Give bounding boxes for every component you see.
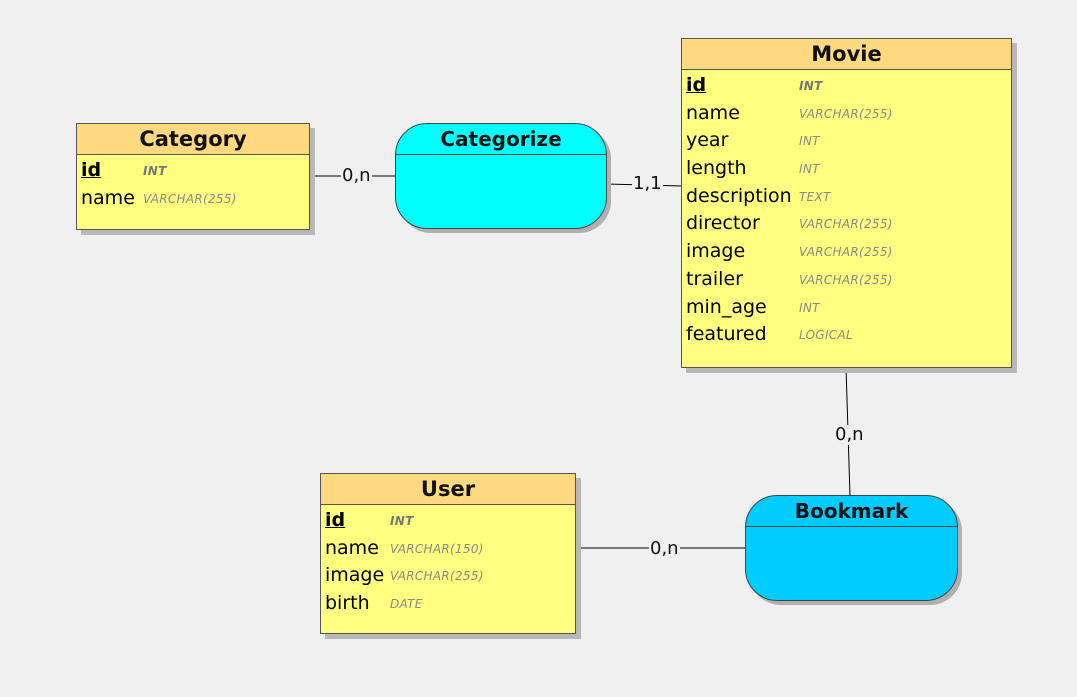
field-row: name VARCHAR(255) <box>81 185 309 213</box>
field-type: INT <box>799 300 820 315</box>
field-name: id <box>686 74 707 96</box>
field-type: DATE <box>390 597 423 612</box>
field-name: min_age <box>686 295 767 318</box>
field-type: INT <box>143 164 167 178</box>
entity-movie-title: Movie <box>682 39 1011 70</box>
field-type: VARCHAR(255) <box>390 569 484 584</box>
entity-user-fields: id INT name VARCHAR(150) image VARCHAR(2… <box>321 505 575 618</box>
field-type: VARCHAR(255) <box>799 245 893 260</box>
entity-movie[interactable]: Movie id INT name VARCHAR(255) year INT … <box>681 38 1012 368</box>
field-row: director VARCHAR(255) <box>686 210 1011 238</box>
field-name: name <box>325 536 379 559</box>
field-row: id INT <box>686 72 1011 100</box>
field-name: featured <box>686 323 767 346</box>
relation-categorize-title: Categorize <box>396 124 606 155</box>
field-row: image VARCHAR(255) <box>325 562 575 590</box>
field-row: birth DATE <box>325 590 575 618</box>
cardinality-category-categorize: 0,n <box>341 165 372 186</box>
field-name: name <box>81 186 135 209</box>
field-type: VARCHAR(255) <box>799 106 893 121</box>
field-type: TEXT <box>799 189 831 204</box>
entity-category-title: Category <box>77 124 309 155</box>
field-type: VARCHAR(255) <box>799 272 893 287</box>
field-row: id INT <box>325 507 575 535</box>
field-row: year INT <box>686 127 1011 155</box>
field-type: INT <box>799 79 823 93</box>
field-type: VARCHAR(255) <box>143 191 237 206</box>
cardinality-movie-bookmark: 0,n <box>834 424 865 445</box>
field-name: name <box>686 101 740 124</box>
field-row: name VARCHAR(255) <box>686 100 1011 128</box>
field-type: INT <box>799 162 820 177</box>
cardinality-movie-categorize: 1,1 <box>632 173 663 194</box>
field-row: description TEXT <box>686 183 1011 211</box>
field-name: image <box>686 240 746 263</box>
entity-category[interactable]: Category id INT name VARCHAR(255) <box>76 123 310 230</box>
field-row: min_age INT <box>686 294 1011 322</box>
field-name: id <box>81 159 102 181</box>
field-type: VARCHAR(255) <box>799 217 893 232</box>
entity-user-title: User <box>321 474 575 505</box>
field-type: LOGICAL <box>799 328 853 343</box>
field-row: image VARCHAR(255) <box>686 238 1011 266</box>
field-row: name VARCHAR(150) <box>325 535 575 563</box>
entity-user[interactable]: User id INT name VARCHAR(150) image VARC… <box>320 473 576 634</box>
field-row: length INT <box>686 155 1011 183</box>
field-type: VARCHAR(150) <box>390 541 484 556</box>
field-name: id <box>325 509 346 531</box>
entity-category-fields: id INT name VARCHAR(255) <box>77 155 309 212</box>
field-type: INT <box>799 134 820 149</box>
entity-movie-fields: id INT name VARCHAR(255) year INT length… <box>682 70 1011 349</box>
relation-bookmark-title: Bookmark <box>746 496 957 527</box>
field-name: birth <box>325 592 370 615</box>
relation-categorize[interactable]: Categorize <box>395 123 607 229</box>
cardinality-user-bookmark: 0,n <box>649 538 680 559</box>
field-row: trailer VARCHAR(255) <box>686 266 1011 294</box>
relation-bookmark[interactable]: Bookmark <box>745 495 958 601</box>
field-name: director <box>686 212 760 235</box>
field-row: id INT <box>81 157 309 185</box>
field-name: year <box>686 129 729 152</box>
field-name: trailer <box>686 267 743 290</box>
field-name: description <box>686 184 792 207</box>
field-row: featured LOGICAL <box>686 321 1011 349</box>
field-name: length <box>686 157 747 180</box>
field-type: INT <box>390 514 414 528</box>
field-name: image <box>325 564 385 587</box>
